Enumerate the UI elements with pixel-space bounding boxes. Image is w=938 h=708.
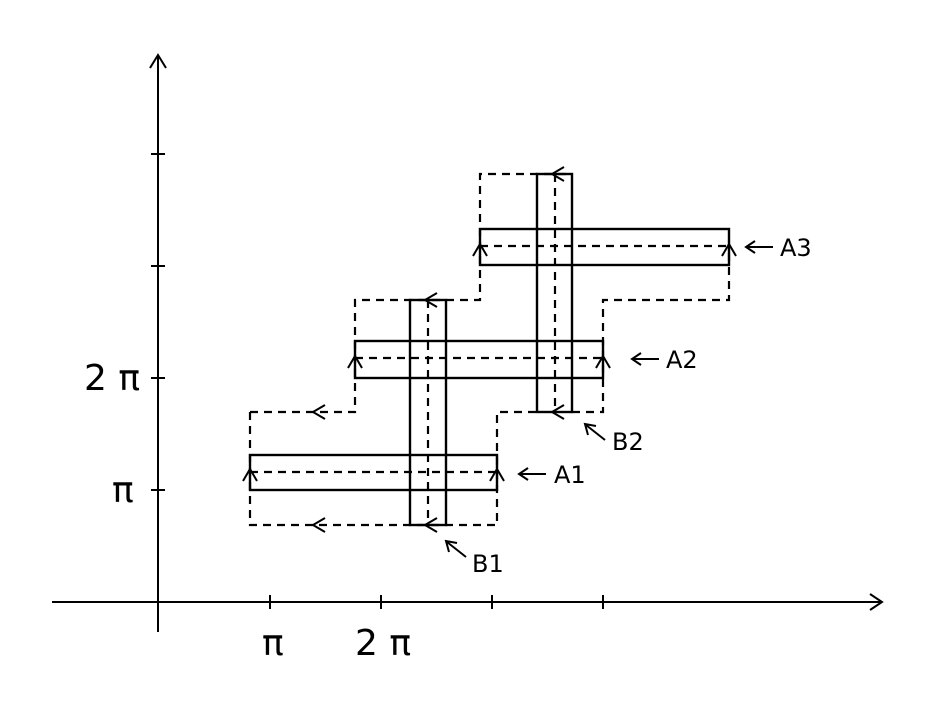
- left-arrow-icon: [311, 404, 326, 420]
- x-ticks: [269, 595, 604, 609]
- left-arrow-icon: [423, 292, 438, 308]
- b2-callout-arrow: [583, 422, 597, 436]
- up-arrow-icon: [347, 354, 363, 369]
- y-ticks: [151, 153, 165, 491]
- direction-arrows-left: [311, 166, 565, 533]
- y-tick-label-pi: π: [112, 470, 134, 511]
- x-axis-arrow: [869, 593, 884, 611]
- up-arrow-icon: [595, 354, 611, 369]
- label-b2: B2: [612, 428, 644, 456]
- up-arrow-icon: [489, 467, 505, 482]
- b2-callout-line: [585, 424, 606, 441]
- b1-callout-arrow: [444, 539, 458, 553]
- x-tick-label-pi: π: [262, 623, 284, 664]
- left-arrow-icon: [423, 517, 438, 533]
- up-arrow-icon: [242, 467, 258, 482]
- a3-callout-arrow: [744, 240, 756, 254]
- label-b1: B1: [472, 550, 504, 578]
- left-arrow-icon: [550, 166, 565, 182]
- dashed-boundary-right: [572, 248, 731, 414]
- strip-b1: [408, 298, 448, 527]
- strip-a1: [248, 453, 499, 492]
- label-a1: A1: [554, 461, 586, 489]
- y-tick-label-2pi: 2 π: [84, 358, 140, 399]
- strip-a3: [478, 227, 731, 267]
- left-arrow-icon: [550, 404, 565, 420]
- a1-callout-arrow: [517, 467, 529, 481]
- left-arrow-icon: [311, 517, 326, 533]
- dashed-boundary-lower: [248, 410, 537, 527]
- strip-a2: [353, 339, 605, 380]
- strip-b2: [535, 172, 574, 414]
- label-a2: A2: [666, 346, 698, 374]
- up-arrow-icon: [472, 242, 488, 257]
- callout-arrows: [444, 240, 773, 558]
- dashed-boundary-left: [250, 172, 572, 414]
- direction-arrows-up: [242, 242, 737, 482]
- label-a3: A3: [780, 234, 812, 262]
- up-arrow-icon: [721, 242, 737, 257]
- x-tick-label-2pi: 2 π: [355, 623, 411, 664]
- b1-callout-line: [446, 541, 467, 558]
- y-axis-arrow: [149, 53, 167, 69]
- a2-callout-arrow: [630, 352, 642, 366]
